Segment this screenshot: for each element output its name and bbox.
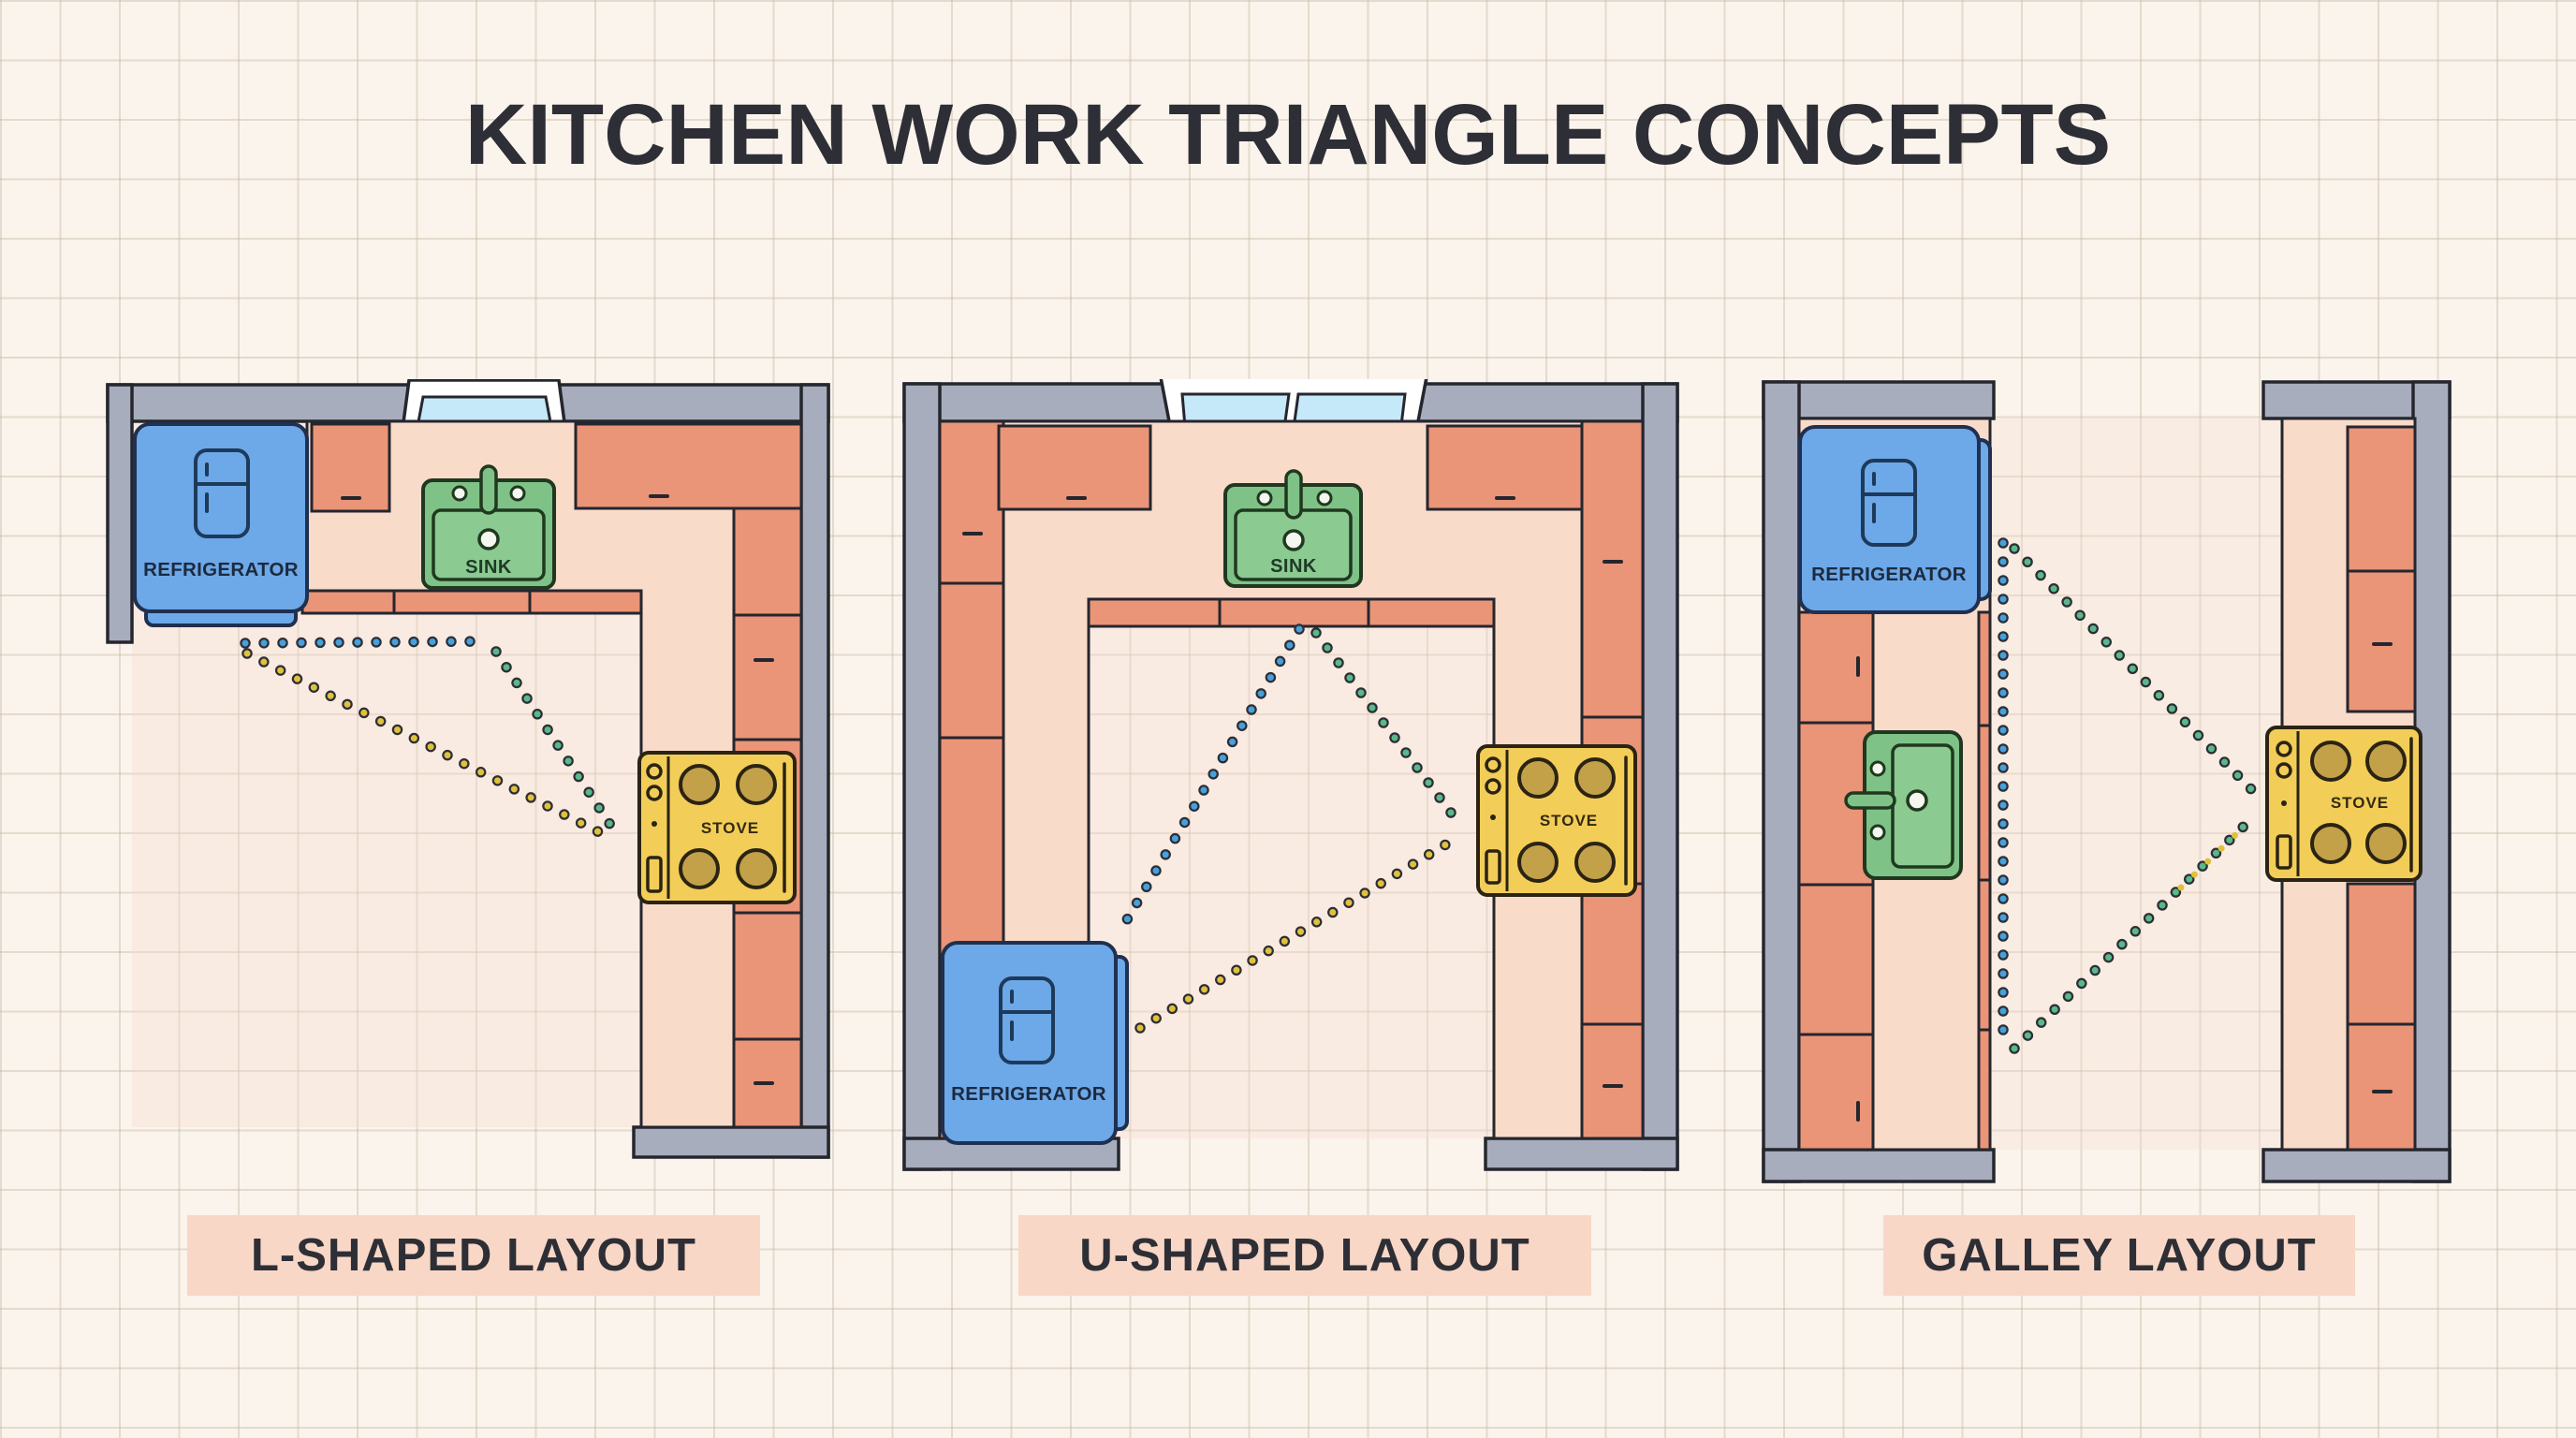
- stove-burners: [1517, 757, 1616, 883]
- leg-fridge-sink: [240, 636, 490, 649]
- sink-faucet: [1284, 469, 1303, 520]
- stove: STOVE: [637, 751, 797, 904]
- label-l-shaped-layout: L-SHAPED LAYOUT: [187, 1215, 760, 1296]
- stove-knob: [2276, 762, 2292, 779]
- sink-faucet: [479, 464, 498, 515]
- leg-fridge-stove: [1134, 831, 1464, 1034]
- sink-label: SINK: [1270, 556, 1317, 577]
- work-triangle: [1998, 537, 2261, 1054]
- refrigerator: REFRIGERATOR: [1798, 425, 1992, 614]
- cabinet-box: [2346, 569, 2417, 713]
- wall-left: [902, 382, 942, 1171]
- wall-foot: [632, 1125, 830, 1159]
- stove-burners: [2310, 741, 2407, 864]
- wall-left: [1762, 380, 1801, 1183]
- refrigerator-label: REFRIGERATOR: [951, 1083, 1106, 1105]
- sink-knob: [1316, 490, 1333, 506]
- work-triangle: [240, 636, 622, 843]
- cabinet-lines: [392, 591, 801, 1041]
- sink-drain: [1906, 789, 1928, 812]
- leg-sink-stove: [490, 646, 622, 839]
- panel-galley: REFRIGERATOR: [1762, 380, 2452, 1183]
- label-u-shaped-layout: U-SHAPED LAYOUT: [1018, 1215, 1591, 1296]
- cabinets-left: [1797, 610, 1992, 1152]
- work-triangle: [1120, 624, 1468, 1034]
- counter-front-strip: [300, 589, 643, 615]
- page-title: KITCHEN WORK TRIANGLE CONCEPTS: [464, 87, 2112, 183]
- counter-front-strip: [1087, 597, 1496, 628]
- cabinet-box: [2346, 1022, 2417, 1152]
- label-galley-layout: GALLEY LAYOUT: [1883, 1215, 2355, 1296]
- panel-u-shaped: REFRIGERATOR SINK STOVE: [902, 379, 1679, 1171]
- stove-burners: [679, 764, 777, 889]
- cabinet-box: [2346, 425, 2417, 573]
- stove-label: STOVE: [2331, 794, 2389, 812]
- cabinet-handles: [2372, 642, 2393, 1093]
- refrigerator: REFRIGERATOR: [133, 422, 309, 627]
- leg-sink-fridge: [1120, 624, 1305, 927]
- leg-sink-stove: [2009, 811, 2260, 1054]
- stove-label: STOVE: [701, 819, 759, 837]
- wall-right: [1641, 382, 1679, 1171]
- sink-drain: [1282, 529, 1305, 551]
- stove-oven-handle: [1485, 849, 1501, 885]
- cabinet-box: [2346, 882, 2417, 1026]
- wall-right: [799, 383, 830, 1159]
- sink: SINK: [1223, 469, 1363, 588]
- cabinet-upper-right: [574, 422, 803, 510]
- sink-knob: [451, 485, 468, 502]
- stove-oven-handle: [2276, 834, 2292, 870]
- cabinet-upper-left: [997, 424, 1152, 511]
- stove-knob: [1485, 756, 1501, 773]
- sink: SINK: [421, 464, 556, 590]
- wall-foot-right: [1484, 1137, 1679, 1171]
- stove: STOVE: [2265, 726, 2422, 882]
- refrigerator-label: REFRIGERATOR: [1811, 564, 1967, 585]
- stove-label: STOVE: [1540, 812, 1598, 829]
- sink-label: SINK: [465, 557, 512, 578]
- sink-knob: [509, 485, 526, 502]
- stove-knob: [2276, 741, 2292, 757]
- refrigerator-icon: [194, 448, 250, 538]
- wall-foot-left: [1762, 1148, 1996, 1183]
- sink: [1844, 730, 1963, 880]
- stove: STOVE: [1476, 744, 1637, 897]
- leg-sink-stove: [1310, 627, 1468, 833]
- refrigerator-label: REFRIGERATOR: [143, 559, 299, 580]
- wall-left: [106, 383, 134, 644]
- cabinet-upper-right: [1426, 424, 1584, 511]
- cabinets-right: [2346, 425, 2417, 1152]
- sink-knob: [1869, 760, 1886, 777]
- cabinet-lines: [1799, 721, 1990, 1036]
- refrigerator-icon: [999, 976, 1055, 1064]
- sink-knob: [1256, 490, 1273, 506]
- stove-knob: [646, 763, 663, 780]
- cabinet-band-left: [1797, 610, 1875, 1152]
- refrigerator-icon: [1861, 459, 1917, 547]
- stove-knob: [1485, 778, 1501, 795]
- leg-fridge-stove: [2009, 543, 2261, 800]
- panel-l-shaped: REFRIGERATOR SINK STOVE: [106, 379, 830, 1159]
- sink-knob: [1869, 824, 1886, 841]
- cabinet-corner: [732, 506, 803, 617]
- stove-oven-handle: [646, 856, 663, 893]
- cabinet-handles: [341, 494, 774, 1085]
- refrigerator: REFRIGERATOR: [941, 941, 1129, 1145]
- sink-drain: [477, 528, 500, 550]
- stove-knob: [646, 785, 663, 801]
- leg-fridge-stove: [242, 648, 614, 843]
- wall-foot-right: [2261, 1148, 2452, 1183]
- cabinet-handles: [962, 496, 1623, 1088]
- sink-faucet: [1844, 791, 1896, 810]
